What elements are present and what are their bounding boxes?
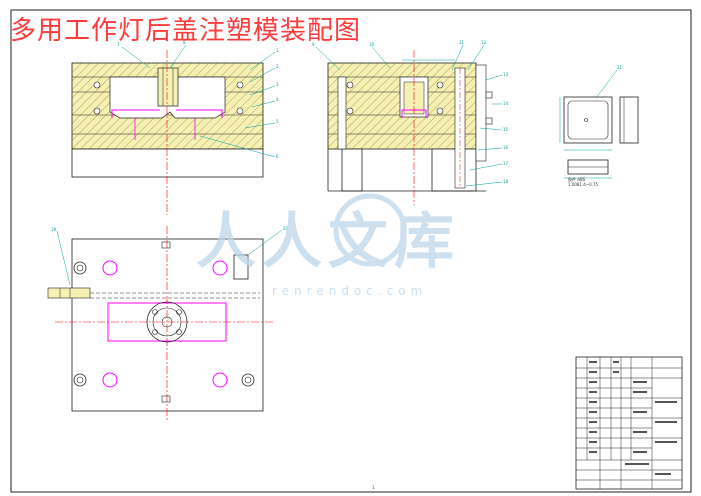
svg-text:21: 21 [617, 65, 623, 70]
page-number: 1 [372, 485, 375, 490]
svg-text:9: 9 [312, 42, 315, 47]
svg-text:15: 15 [503, 127, 509, 132]
svg-text:19: 19 [51, 227, 57, 232]
svg-text:18: 18 [503, 179, 509, 184]
part-detail-view: 21 胶件 ABS 1.0081.4~0.75 [559, 65, 639, 187]
svg-text:10: 10 [369, 42, 375, 47]
svg-text:11: 11 [459, 40, 465, 45]
svg-text:1: 1 [276, 48, 279, 53]
svg-text:13: 13 [503, 72, 509, 77]
svg-text:14: 14 [503, 101, 509, 106]
watermark-text: 人人文库 [196, 207, 460, 277]
title-block-text-marks [589, 361, 677, 475]
svg-text:5: 5 [276, 119, 279, 124]
drawing-title: 多用工作灯后盖注塑模装配图 [10, 16, 362, 46]
side-section-view: 9 10 11 12 13 14 15 16 17 18 [312, 40, 509, 205]
title-block [575, 356, 683, 490]
svg-text:2: 2 [276, 64, 279, 69]
svg-text:12: 12 [481, 40, 487, 45]
svg-text:7: 7 [117, 42, 120, 47]
part-material-note: 胶件 ABS [568, 176, 586, 182]
svg-text:17: 17 [503, 161, 509, 166]
watermark-url: renrendoc.com [272, 284, 427, 298]
svg-text:6: 6 [276, 154, 279, 159]
drawing-frame [10, 9, 692, 493]
svg-text:8: 8 [183, 40, 186, 45]
watermark-logo: 人人文库 renrendoc.com [196, 193, 460, 298]
part-shrink-note: 1.0081.4~0.75 [568, 182, 599, 187]
svg-text:4: 4 [276, 97, 279, 102]
svg-text:16: 16 [503, 145, 509, 150]
svg-text:3: 3 [276, 82, 279, 87]
plan-view: 19 20 [47, 226, 289, 420]
svg-text:20: 20 [283, 226, 289, 231]
front-section-view: 7 8 1 2 3 4 5 6 [71, 40, 279, 215]
